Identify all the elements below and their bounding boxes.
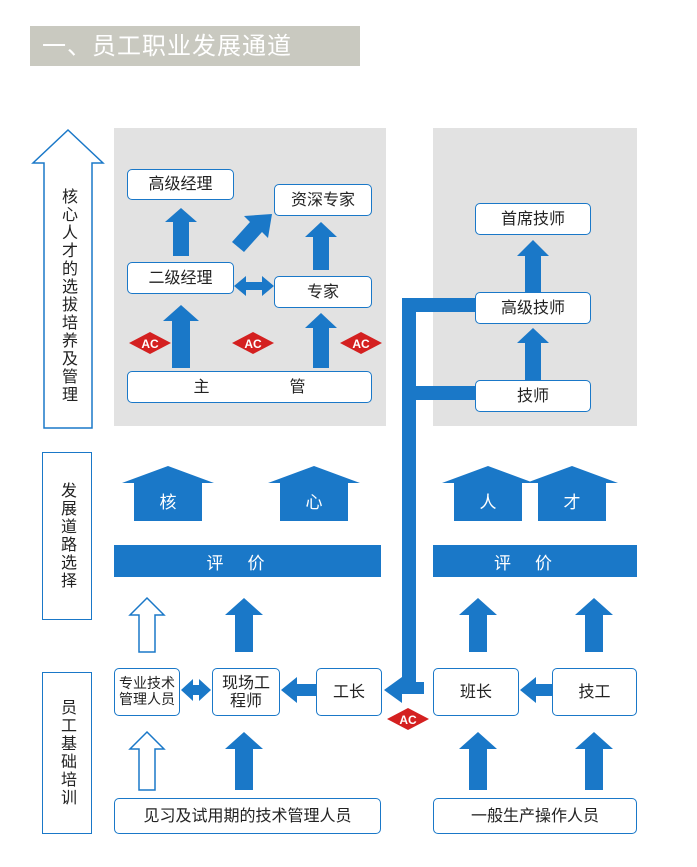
big-arrow-heart bbox=[268, 466, 360, 521]
arrow-entry-to-worker bbox=[575, 732, 613, 790]
arrow-entry-to-engineer bbox=[225, 732, 263, 790]
supervisor-box: 主 管 bbox=[127, 371, 372, 403]
arrow-skilled-worker-up bbox=[575, 598, 613, 652]
arrow-label-talent: 人 bbox=[479, 493, 497, 513]
arrow-supervisor-to-second-manager bbox=[163, 305, 199, 368]
arrow-foreman-to-engineer bbox=[281, 677, 316, 703]
expert-box: 专家 bbox=[274, 276, 372, 308]
chief-technician-box: 首席技师 bbox=[475, 203, 591, 235]
arrow-to-chief-technician bbox=[517, 240, 549, 292]
arrow-second-to-senior-manager bbox=[165, 208, 197, 256]
arrow-label-core: 核 bbox=[159, 493, 177, 513]
outline-arrow-lower bbox=[128, 730, 166, 791]
senior-expert-box: 资深专家 bbox=[274, 184, 372, 216]
ac-diamonds bbox=[129, 332, 429, 730]
big-arrow-ability bbox=[526, 466, 618, 521]
professional-tech-manager-box: 专业技术管理人员 bbox=[114, 668, 180, 716]
arrow-team-leader-up bbox=[459, 598, 497, 652]
technician-box: 技师 bbox=[475, 380, 591, 412]
ac-text-4: AC bbox=[399, 713, 417, 727]
big-arrow-talent bbox=[442, 466, 534, 521]
ac-diamond-1 bbox=[129, 332, 171, 354]
arrow-expert-to-senior-expert bbox=[305, 222, 337, 270]
entry-operator-box: 一般生产操作人员 bbox=[433, 798, 637, 834]
arrow-double-manager-expert bbox=[234, 276, 274, 296]
channel-connector bbox=[402, 298, 478, 694]
arrow-worker-to-leader bbox=[520, 677, 552, 703]
entry-trainee-box: 见习及试用期的技术管理人员 bbox=[114, 798, 381, 834]
arrow-entry-to-leader bbox=[459, 732, 497, 790]
ac-diamond-4 bbox=[387, 708, 429, 730]
second-manager-box: 二级经理 bbox=[127, 262, 234, 294]
ac-text-1: AC bbox=[141, 337, 159, 351]
arrow-supervisor-to-expert bbox=[305, 313, 337, 368]
senior-manager-box: 高级经理 bbox=[127, 169, 234, 200]
up-outline-arrow-top bbox=[31, 128, 105, 429]
side-label-path-choice: 发展道路选择 bbox=[42, 452, 92, 620]
arrow-into-foreman bbox=[384, 677, 402, 703]
arrow-diagonal-to-senior-expert bbox=[232, 214, 272, 252]
team-leader-box: 班长 bbox=[433, 668, 519, 716]
evaluation-bar-right: 评价 bbox=[433, 545, 637, 577]
senior-technician-box: 高级技师 bbox=[475, 292, 591, 324]
page-title: 一、员工职业发展通道 bbox=[30, 26, 360, 66]
skilled-worker-box: 技工 bbox=[552, 668, 637, 716]
ac-text-3: AC bbox=[352, 337, 370, 351]
ac-text-2: AC bbox=[244, 337, 262, 351]
arrow-site-engineer-up bbox=[225, 598, 263, 652]
arrow-to-senior-technician bbox=[517, 328, 549, 380]
side-label-core-talent: 核心人才的选拔培养及管理 bbox=[59, 187, 78, 404]
outline-arrow-upper bbox=[128, 596, 166, 653]
ac-diamond-3 bbox=[340, 332, 382, 354]
site-engineer-box: 现场工程师 bbox=[212, 668, 280, 716]
evaluation-bar-left: 评价 bbox=[114, 545, 381, 577]
big-arrow-core bbox=[122, 466, 214, 521]
arrow-double-prof-engineer bbox=[181, 679, 211, 701]
arrow-label-ability: 才 bbox=[563, 493, 581, 513]
ac-diamond-2 bbox=[232, 332, 274, 354]
foreman-box: 工长 bbox=[316, 668, 382, 716]
arrow-label-heart: 心 bbox=[305, 493, 323, 513]
side-label-basic-training: 员工基础培训 bbox=[42, 672, 92, 834]
